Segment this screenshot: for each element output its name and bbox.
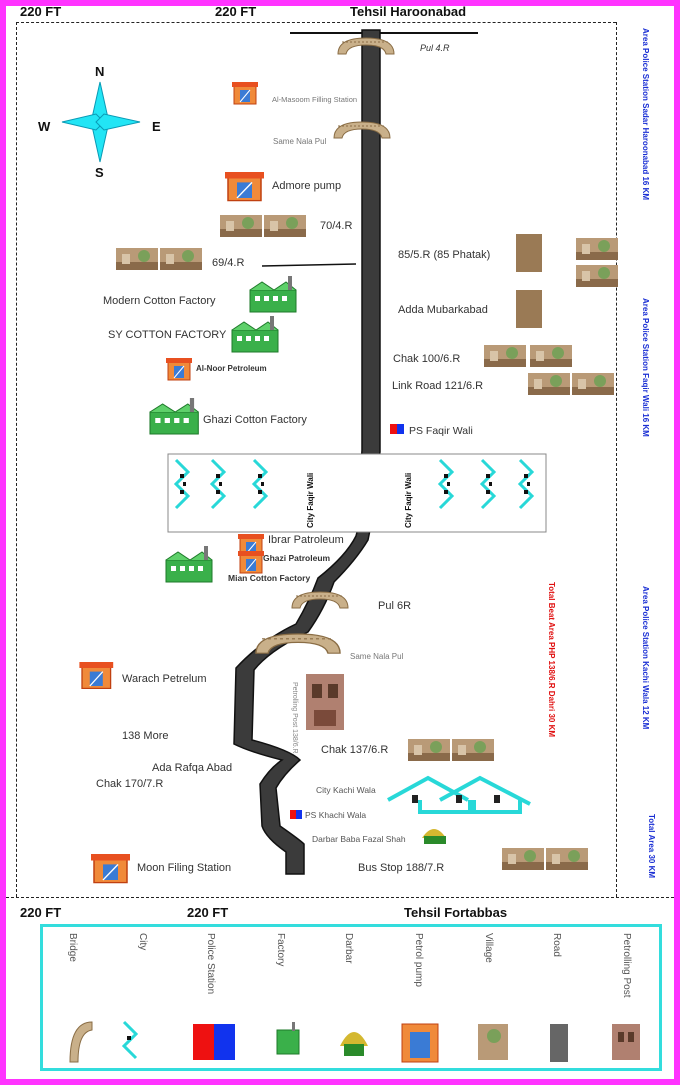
compass-north: N [95,64,105,79]
road-width-label: 220 FT [187,905,229,920]
police-station-icon [193,1024,235,1060]
city-houses-icon [387,775,531,814]
petrolling-post-icon [306,674,344,730]
place-label: Adda Mubarkabad [398,304,488,316]
place-label: Pul 6R [378,600,412,612]
place-label: SY COTTON FACTORY [108,329,227,341]
compass-south: S [95,165,104,180]
road-width-label: 220 FT [215,4,257,19]
place-label: Link Road 121/6.R [392,380,484,392]
place-label: Mian Cotton Factory [228,573,311,583]
police-station-icon [290,810,302,819]
compass-west: W [38,119,51,134]
place-label: Bus Stop 188/7.R [358,862,445,874]
boundary-line [6,897,674,898]
place-label: Same Nala Pul [273,137,327,146]
road-width-label: 220 FT [20,4,62,19]
place-label: 85/5.R (85 Phatak) [398,249,491,261]
road-line [261,263,357,267]
place-label: Same Nala Pul [350,652,404,661]
place-label: PS Khachi Wala [305,810,367,820]
village-icon [516,234,542,272]
bridge-icon [69,1021,93,1063]
place-label: Ibrar Patroleum [268,534,344,546]
place-label: Darbar Baba Fazal Shah [312,834,406,844]
village-icon [516,290,542,328]
main-road [233,29,381,875]
tehsil-label: Tehsil Haroonabad [350,4,467,19]
petrolling-post-icon [612,1024,640,1060]
factory-icon [276,1022,300,1055]
place-label: Chak 100/6.R [393,353,461,365]
place-label: Admore pump [272,180,342,192]
darbar-icon [340,1032,368,1056]
petrol-pump-icon [401,1023,439,1063]
village-icon [478,1024,508,1060]
boundary-line [16,22,17,897]
place-label: Al-Noor Petroleum [196,364,267,373]
compass-east: E [152,119,161,134]
legend-box [40,924,662,1071]
place-label: 138 More [122,730,169,742]
place-label: Warach Petrelum [122,673,207,685]
compass-rose-icon [61,81,141,163]
tehsil-label: Tehsil Fortabbas [404,905,508,920]
place-label: City Kachi Wala [316,785,376,795]
place-label: Chak 170/7.R [96,778,164,790]
place-label: PS Faqir Wali [409,425,473,437]
place-label: 69/4.R [212,257,245,269]
place-label: Pul 4.R [420,43,450,53]
darbar-icon [422,829,446,844]
place-label: 70/4.R [320,220,353,232]
place-label: Al-Masoom Filling Station [272,95,358,104]
boundary-line [616,22,617,897]
city-icon [121,1020,139,1060]
police-station-icon [390,424,404,434]
road-width-label: 220 FT [20,905,62,920]
road-icon [550,1024,568,1062]
place-label: Ghazi Patroleum [263,553,331,563]
place-label: Ada Rafqa Abad [152,762,233,774]
city-area-box [167,453,547,533]
place-label: Ghazi Cotton Factory [203,414,307,426]
place-label: Moon Filing Station [137,862,232,874]
boundary-line [16,22,616,23]
place-label: Chak 137/6.R [321,744,389,756]
place-label: Modern Cotton Factory [103,295,216,307]
